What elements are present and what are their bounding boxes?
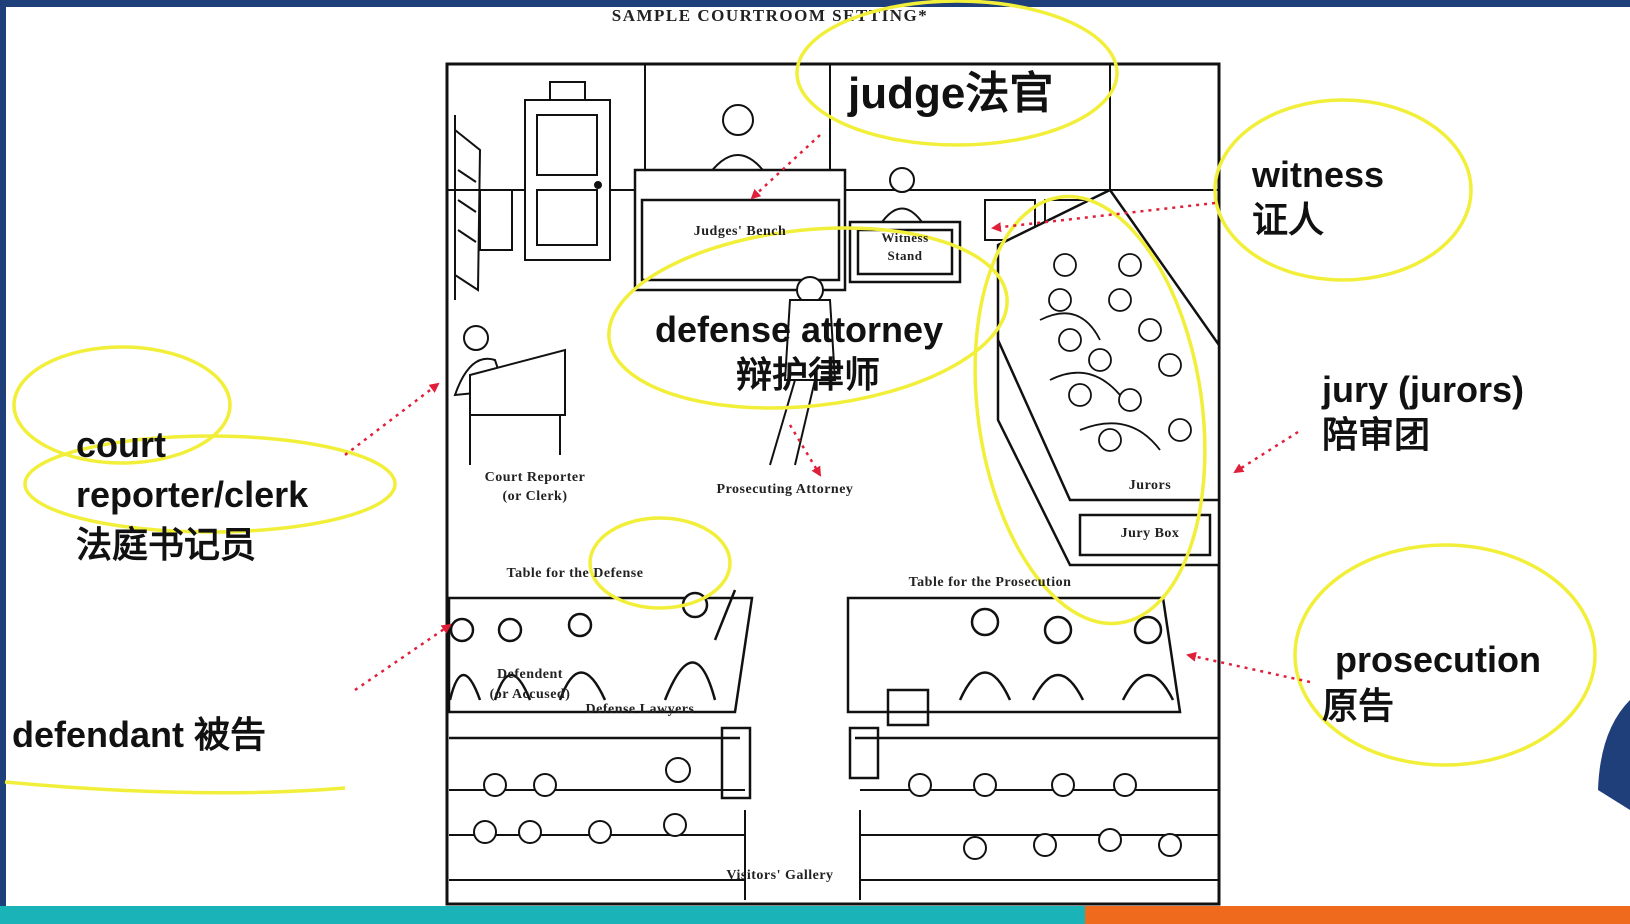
footer-bar-orange: [1085, 906, 1630, 924]
defendant-arrow: [354, 623, 452, 692]
court-reporter-arrow: [344, 382, 440, 456]
table-defense-label: Table for the Defense: [506, 566, 644, 581]
defendant-annotation: defendant 被告: [12, 714, 267, 755]
reporter-annotation: reporter/clerk: [76, 474, 309, 515]
presenter-silhouette: [1598, 700, 1630, 810]
table-prosecution-label: Table for the Prosecution: [908, 575, 1072, 590]
table-defense-highlight: [588, 516, 732, 610]
witness-highlight: [1213, 98, 1473, 282]
witness-annotation-zh: 证人: [1252, 199, 1325, 240]
jury-highlight: [973, 194, 1207, 626]
defense-attorney-highlight: [607, 226, 1009, 410]
highlight-circles: [4, 0, 1597, 795]
prosecution-annotation-zh: 原告: [1322, 685, 1395, 726]
court-highlight: [12, 345, 232, 465]
jury-box-label: Jury Box: [1120, 526, 1180, 541]
jury-box-drawing: [996, 188, 1221, 567]
jury-arrow: [1233, 430, 1299, 474]
bar-rail: [449, 726, 1219, 800]
standing-attorney-drawing: [769, 276, 837, 466]
court-reporter-label-2: (or Clerk): [502, 489, 568, 504]
defense-attorney-annotation-zh: 辩护律师: [736, 354, 881, 395]
defendant-label-1: Defendent: [497, 667, 563, 682]
prosecution-arrow: [1186, 651, 1311, 684]
visitors-gallery-drawing: [449, 757, 1219, 900]
visitors-gallery-label: Visitors' Gallery: [726, 868, 834, 883]
judges-bench-drawing: [633, 168, 847, 292]
witness-stand-label-2: Stand: [887, 248, 923, 263]
court-reporter-label-1: Court Reporter: [484, 470, 586, 485]
reporter-highlight: [23, 434, 397, 534]
witness-annotation: witness: [1252, 154, 1385, 195]
footer-bar-teal: [0, 906, 1085, 924]
jurors-drawing: [1039, 253, 1192, 452]
judge-annotation: judge法官: [848, 69, 1054, 118]
jury-annotation: jury (jurors): [1322, 369, 1525, 410]
court-annotation: court: [76, 424, 166, 465]
pointer-arrows: [344, 134, 1311, 692]
door: [524, 81, 611, 261]
left-frame-bar: [0, 0, 6, 924]
judges-bench-label: Judges' Bench: [693, 224, 787, 239]
judge-highlight: [795, 0, 1119, 147]
prosecution-table-drawing: [846, 596, 1182, 727]
defendant-label-2: (or Accused): [489, 687, 571, 702]
prosecution-annotation: prosecution: [1335, 639, 1542, 680]
jury-annotation-zh: 陪审团: [1322, 414, 1431, 455]
defense-lawyers-label: Defense Lawyers: [585, 702, 695, 717]
defense-table-drawing: [447, 589, 754, 714]
prosecuting-attorney-label: Prosecuting Attorney: [716, 482, 854, 497]
defense-attorney-annotation: defense attorney: [655, 309, 944, 350]
flag: [454, 115, 482, 300]
witness-stand-label-1: Witness: [881, 230, 929, 245]
jurors-label: Jurors: [1128, 478, 1172, 493]
reporter-annotation-zh: 法庭书记员: [76, 524, 257, 565]
prosecution-highlight: [1293, 543, 1597, 767]
top-frame-bar: [0, 0, 1630, 7]
witness-arrow: [991, 201, 1216, 233]
defendant-underline: [4, 780, 346, 795]
defense-attorney-arrow: [788, 424, 822, 477]
court-reporter-drawing: [453, 325, 566, 465]
